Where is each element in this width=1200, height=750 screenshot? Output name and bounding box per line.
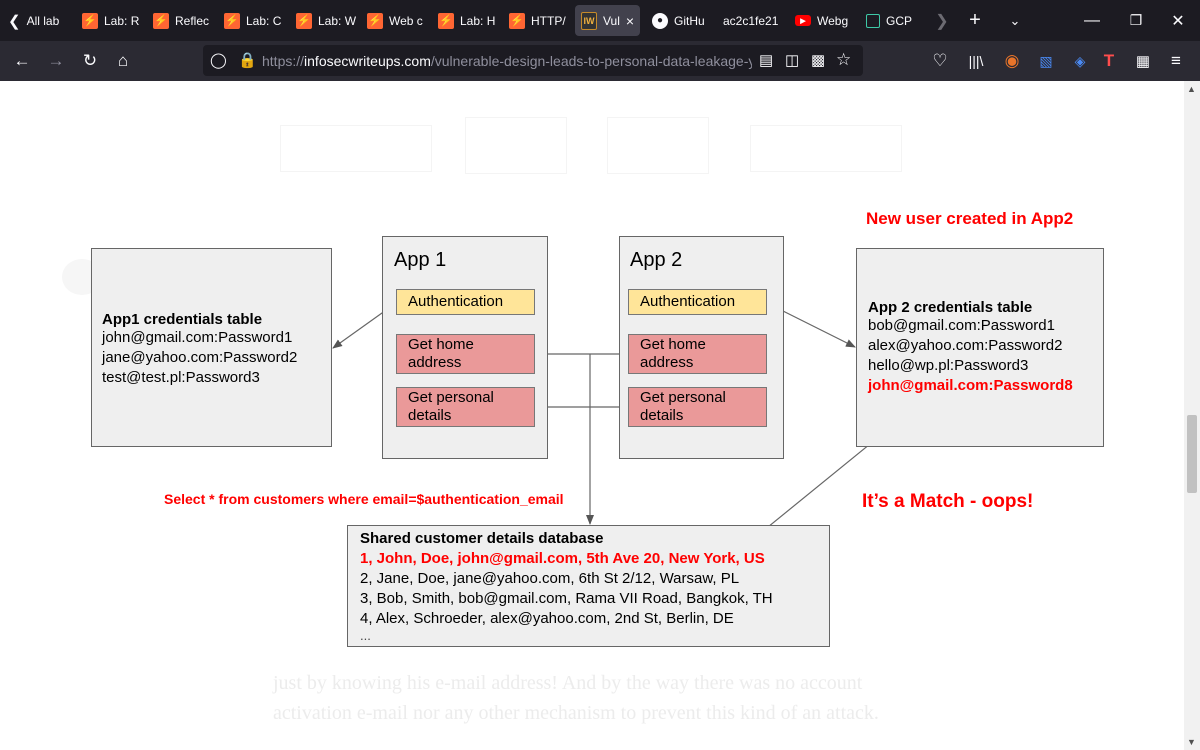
tab-3[interactable]: ⚡ Lab: C xyxy=(224,12,282,29)
app1-authentication: Authentication xyxy=(396,289,535,315)
gcp-icon xyxy=(866,13,880,28)
tab-12[interactable]: GCP xyxy=(866,0,912,41)
iw-favicon: IW xyxy=(581,11,597,30)
article-text-line: activation e-mail nor any other mechanis… xyxy=(273,702,879,724)
app2-get-home-address: Get home address xyxy=(628,334,767,374)
ghost-diagram-fragment xyxy=(607,117,709,174)
tab-6[interactable]: ⚡ Lab: H xyxy=(438,12,496,29)
shared-db-title: Shared customer details database xyxy=(360,530,604,547)
credential-line: hello@wp.pl:Password3 xyxy=(868,357,1029,374)
app1-credentials-title: App1 credentials table xyxy=(102,311,263,328)
burp-lightning-icon: ⚡ xyxy=(438,12,454,29)
db-row: 3, Bob, Smith, bob@gmail.com, Rama VII R… xyxy=(360,590,773,607)
app2-get-personal-details: Get personal details xyxy=(628,387,767,427)
tab-bar: ❮ All lab ⚡ Lab: R ⚡ Reflec ⚡ Lab: C ⚡ L… xyxy=(0,0,1200,41)
new-user-annotation: New user created in App2 xyxy=(866,209,1074,228)
app2-credentials-box: App 2 credentials table bob@gmail.com:Pa… xyxy=(856,248,1104,447)
text-extension-icon[interactable]: T xyxy=(1103,51,1115,70)
tab-0[interactable]: ❮ All lab xyxy=(8,12,60,30)
scrollbar-thumb[interactable] xyxy=(1187,415,1197,493)
tab-1[interactable]: ⚡ Lab: R xyxy=(82,12,140,29)
reader-view-icon[interactable]: ▤ xyxy=(759,52,774,69)
scroll-down-arrow-icon[interactable]: ▼ xyxy=(1187,737,1196,747)
app2-credentials-title: App 2 credentials table xyxy=(868,299,1033,316)
app1-title: App 1 xyxy=(394,249,447,271)
app2-credentials-content: App 2 credentials table bob@gmail.com:Pa… xyxy=(868,299,1073,396)
lock-icon[interactable]: 🔒 xyxy=(238,52,257,69)
app1-get-home-address: Get home address xyxy=(396,334,535,374)
db-row: 4, Alex, Schroeder, alex@yahoo.com, 2nd … xyxy=(360,610,734,627)
app1-credentials-box: App1 credentials table john@gmail.com:Pa… xyxy=(91,248,332,447)
translate-page-icon[interactable]: ◫ xyxy=(785,52,800,69)
new-tab-plus-icon[interactable]: + xyxy=(969,9,981,31)
burp-lightning-icon: ⚡ xyxy=(224,12,240,29)
qr-code-icon[interactable]: ▩ xyxy=(811,52,826,69)
forward-arrow-icon[interactable]: → xyxy=(47,51,65,70)
credential-line-highlight: john@gmail.com:Password8 xyxy=(868,377,1073,394)
credential-line: alex@yahoo.com:Password2 xyxy=(868,337,1063,354)
extensions-grid-icon[interactable]: ▦ xyxy=(1135,53,1151,70)
ghost-diagram-fragment xyxy=(465,117,567,174)
shared-db-box: Shared customer details database 1, John… xyxy=(347,525,830,647)
tab-11[interactable]: ▶ Webg xyxy=(795,0,848,41)
home-icon[interactable]: ⌂ xyxy=(117,51,129,70)
minimize-icon[interactable]: — xyxy=(1084,11,1100,29)
tab-7[interactable]: ⚡ HTTP/ xyxy=(509,12,566,29)
translate-extension-icon[interactable]: ▧ xyxy=(1039,52,1053,69)
ghost-diagram-fragment xyxy=(280,125,432,172)
tab-scroll-right-icon[interactable]: ❯ xyxy=(935,12,949,30)
url-bar[interactable] xyxy=(203,45,863,76)
burp-lightning-icon: ⚡ xyxy=(367,12,383,29)
list-all-tabs-chevron-icon[interactable]: ⌄ xyxy=(1009,12,1021,28)
reload-icon[interactable]: ↻ xyxy=(82,51,98,70)
credential-line: jane@yahoo.com:Password2 xyxy=(102,349,298,366)
db-row: 2, Jane, Doe, jane@yahoo.com, 6th St 2/1… xyxy=(360,570,740,587)
pocket-icon[interactable]: ♡ xyxy=(932,51,948,70)
library-icon[interactable]: |||\ xyxy=(968,53,984,69)
burp-lightning-icon: ⚡ xyxy=(509,12,525,29)
db-row-ellipsis: ... xyxy=(360,628,371,643)
back-arrow-icon[interactable]: ← xyxy=(13,51,31,70)
url-text[interactable]: https://infosecwriteups.com/vulnerable-d… xyxy=(262,53,752,69)
credential-line: john@gmail.com:Password1 xyxy=(102,329,293,346)
burp-lightning-icon: ⚡ xyxy=(153,12,169,29)
shared-db-content: Shared customer details database 1, John… xyxy=(360,529,773,643)
language-extension-icon[interactable]: ◈ xyxy=(1074,52,1086,69)
app1-credentials-content: App1 credentials table john@gmail.com:Pa… xyxy=(102,311,297,388)
github-icon: ● xyxy=(652,12,668,29)
tab-2[interactable]: ⚡ Reflec xyxy=(153,12,210,29)
article-text-line: just by knowing his e-mail address! And … xyxy=(273,672,863,694)
burp-lightning-icon: ⚡ xyxy=(296,12,312,29)
tab-8-active[interactable]: IW Vul × xyxy=(575,5,641,36)
db-row-highlight: 1, John, Doe, john@gmail.com, 5th Ave 20… xyxy=(360,550,765,567)
shield-icon[interactable]: ◯ xyxy=(210,52,227,69)
tab-10[interactable]: ac2c1fe21 xyxy=(723,13,779,28)
app1-get-personal-details: Get personal details xyxy=(396,387,535,427)
close-window-icon[interactable]: ✕ xyxy=(1171,12,1185,30)
ghost-diagram-fragment xyxy=(750,125,902,172)
scroll-up-arrow-icon[interactable]: ▲ xyxy=(1187,84,1196,94)
extension-fox-icon[interactable]: ◉ xyxy=(1004,51,1020,70)
youtube-icon: ▶ xyxy=(795,15,811,26)
query-annotation: Select * from customers where email=$aut… xyxy=(164,491,564,507)
tab-9[interactable]: ● GitHu xyxy=(652,0,705,41)
tab-close-icon[interactable]: × xyxy=(625,12,635,29)
app2-title: App 2 xyxy=(630,249,683,271)
match-annotation: It’s a Match - oops! xyxy=(862,491,1034,512)
chevron-left-icon[interactable]: ❮ xyxy=(8,12,21,30)
app2-authentication: Authentication xyxy=(628,289,767,315)
credential-line: bob@gmail.com:Password1 xyxy=(868,317,1055,334)
tab-4[interactable]: ⚡ Lab: W xyxy=(296,12,357,29)
menu-icon[interactable]: ≡ xyxy=(1171,51,1181,70)
credential-line: test@test.pl:Password3 xyxy=(102,369,260,386)
burp-lightning-icon: ⚡ xyxy=(82,12,98,29)
tab-5[interactable]: ⚡ Web c xyxy=(367,12,423,29)
restore-icon[interactable]: ❐ xyxy=(1129,12,1143,28)
bookmark-star-icon[interactable]: ☆ xyxy=(836,50,852,69)
